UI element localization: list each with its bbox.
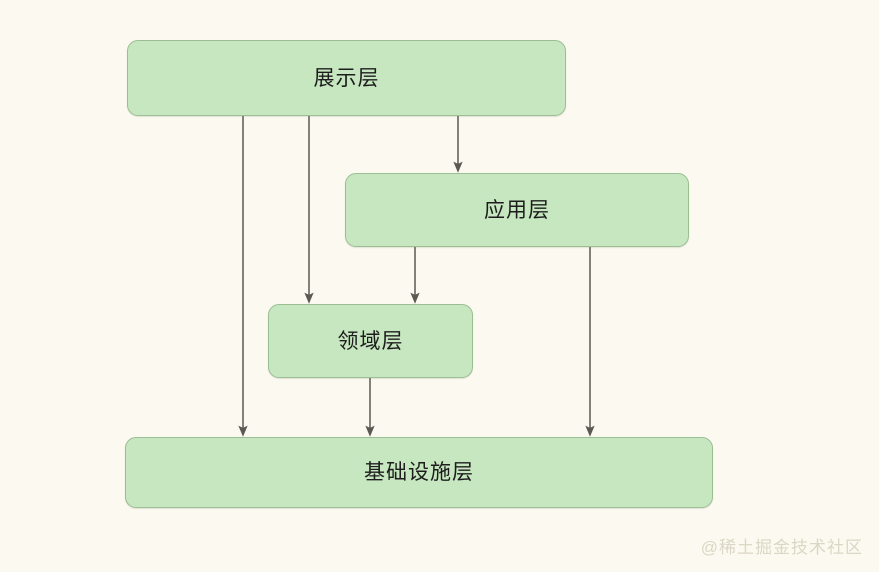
node-presentation[interactable]: 展示层 xyxy=(127,40,566,116)
node-application[interactable]: 应用层 xyxy=(345,173,689,247)
node-infrastructure[interactable]: 基础设施层 xyxy=(125,437,713,508)
node-domain[interactable]: 领域层 xyxy=(268,304,473,378)
node-presentation-label: 展示层 xyxy=(313,65,380,90)
node-domain-label: 领域层 xyxy=(337,328,404,353)
node-infrastructure-label: 基础设施层 xyxy=(364,460,474,484)
node-application-label: 应用层 xyxy=(484,197,550,222)
watermark: @稀土掘金技术社区 xyxy=(700,538,863,557)
